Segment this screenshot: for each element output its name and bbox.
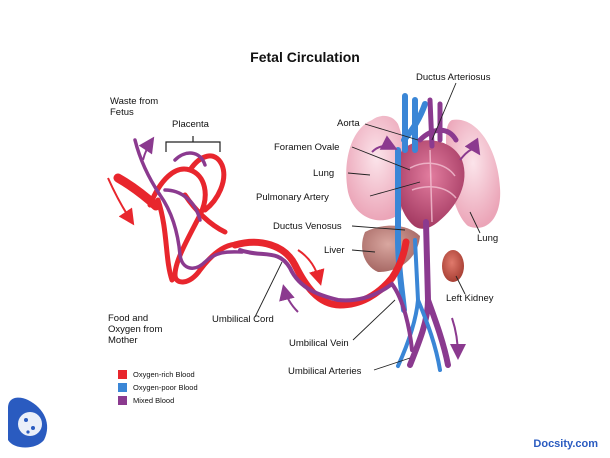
arrow-waste — [138, 136, 155, 161]
legend-swatch-mixed — [118, 396, 127, 405]
arrow-cord-out — [297, 249, 325, 286]
legend-swatch-oxygen-poor — [118, 383, 127, 392]
label-ductus-venosus: Ductus Venosus — [273, 221, 342, 232]
legend-label-oxygen-poor: Oxygen-poor Blood — [133, 383, 198, 392]
descending-aorta — [407, 219, 451, 368]
label-food-line2: Oxygen from — [108, 324, 163, 335]
arrow-heart-right — [459, 137, 481, 161]
maternal-inflow-vessel — [113, 173, 161, 211]
brand-watermark[interactable]: Docsity.com — [533, 438, 598, 450]
label-lung-right: Lung — [477, 233, 499, 244]
placenta-bracket — [165, 136, 221, 152]
arrow-foramen-ovale — [371, 135, 398, 153]
label-waste-line1: Waste from — [110, 96, 159, 107]
placenta-network-red — [147, 153, 241, 285]
label-food-line3: Mother — [108, 335, 138, 346]
aorta-vessel — [401, 93, 428, 153]
label-placenta: Placenta — [172, 119, 209, 130]
label-waste-line2: Fetus — [110, 107, 134, 118]
umbilical-cord-red — [231, 238, 410, 309]
label-food-oxygen-mother: Food and Oxygen from Mother — [108, 313, 162, 346]
label-liver: Liver — [324, 245, 345, 256]
label-waste-from-fetus: Waste from Fetus — [110, 96, 158, 118]
legend-swatch-oxygen-rich — [118, 370, 127, 379]
arrow-umbilical-arteries — [449, 317, 466, 360]
legend-item-oxygen-rich: Oxygen-rich Blood — [118, 370, 195, 379]
leader-lines — [254, 82, 481, 371]
arrow-cord-in — [279, 284, 299, 313]
legend-item-oxygen-poor: Oxygen-poor Blood — [118, 383, 198, 392]
label-umbilical-arteries: Umbilical Arteries — [288, 366, 362, 377]
label-pulmonary-artery: Pulmonary Artery — [256, 192, 329, 203]
label-ductus-arteriosus: Ductus Arteriosus — [416, 72, 491, 83]
liver-shape — [362, 225, 420, 272]
label-umbilical-cord: Umbilical Cord — [212, 314, 274, 325]
umbilical-cord-purple — [238, 248, 414, 352]
legend-label-oxygen-rich: Oxygen-rich Blood — [133, 370, 195, 379]
label-left-kidney: Left Kidney — [446, 293, 494, 304]
legend-item-mixed: Mixed Blood — [118, 396, 174, 405]
left-kidney-shape — [442, 250, 464, 282]
page-title: Fetal Circulation — [250, 49, 360, 65]
label-lung-left: Lung — [313, 168, 335, 179]
right-lung-shape — [446, 119, 501, 228]
placenta-network-purple — [133, 138, 244, 270]
legend-label-mixed: Mixed Blood — [133, 396, 175, 405]
label-aorta: Aorta — [337, 118, 360, 129]
iliac-veins — [396, 238, 442, 372]
heart-chamber-lines — [409, 149, 457, 223]
label-foramen-ovale: Foramen Ovale — [274, 142, 340, 153]
docsity-logo — [8, 397, 48, 448]
arrow-food-oxygen — [107, 177, 135, 226]
label-umbilical-vein: Umbilical Vein — [289, 338, 349, 349]
label-food-line1: Food and — [108, 313, 149, 324]
